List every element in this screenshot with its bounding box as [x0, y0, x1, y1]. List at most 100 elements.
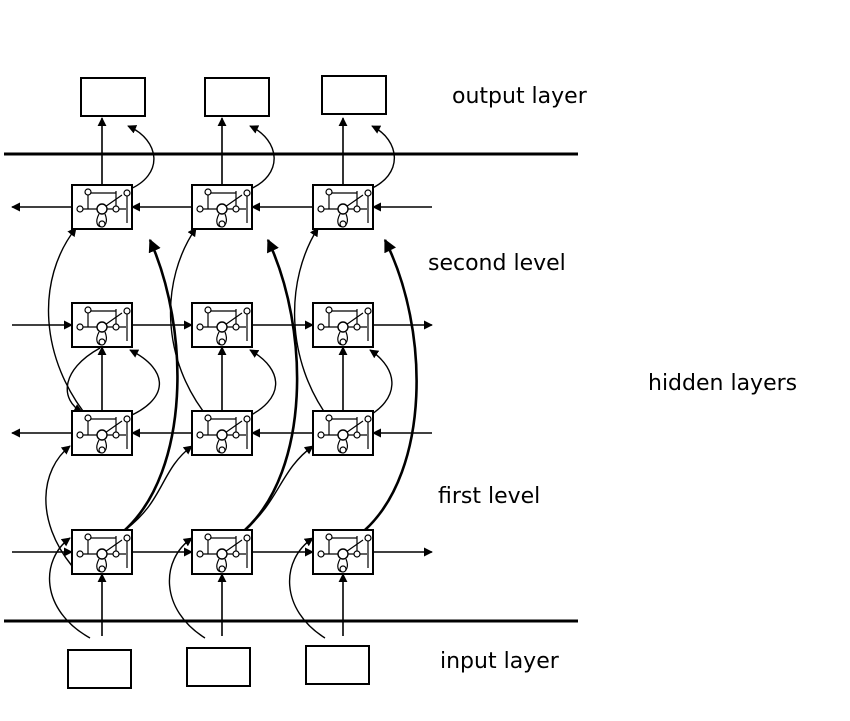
gate-node: [364, 415, 372, 423]
gate-node: [317, 205, 325, 213]
gate-node: [84, 533, 92, 541]
cell-core: [337, 548, 349, 560]
gate-node: [339, 446, 347, 454]
skip-connection: [66, 347, 101, 413]
gate-node: [76, 550, 84, 558]
cell-core: [337, 429, 349, 441]
gate-node: [76, 323, 84, 331]
gate-node: [76, 205, 84, 213]
skip-connection: [289, 537, 326, 639]
gate-node: [204, 188, 212, 196]
gate-node: [123, 534, 131, 542]
second-level-label: second level: [428, 251, 566, 276]
gate-node: [243, 307, 251, 315]
gate-node: [364, 189, 372, 197]
cell-core: [216, 429, 228, 441]
skip-connection: [45, 445, 73, 567]
output-layer-label: output layer: [452, 84, 587, 109]
gate-node: [196, 323, 204, 331]
gate-node: [317, 550, 325, 558]
gate-node: [218, 446, 226, 454]
output-unit: [321, 75, 387, 115]
hidden-layers-label: hidden layers: [648, 371, 798, 396]
gate-node: [353, 205, 361, 213]
first-level-label: first level: [438, 484, 541, 509]
gate-node: [98, 338, 106, 346]
gate-node: [364, 307, 372, 315]
gate-node: [204, 414, 212, 422]
gate-node: [84, 414, 92, 422]
output-unit: [204, 77, 270, 117]
gate-node: [232, 550, 240, 558]
gate-node: [243, 534, 251, 542]
gate-node: [123, 189, 131, 197]
skip-connection: [367, 125, 395, 191]
skip-connection: [293, 227, 331, 421]
skip-connection: [47, 227, 91, 421]
input-layer-label: input layer: [440, 649, 559, 674]
gate-node: [325, 306, 333, 314]
gate-node: [353, 431, 361, 439]
diagram-connections: [11, 117, 433, 639]
gate-node: [112, 205, 120, 213]
skip-connection: [168, 537, 206, 639]
gate-node: [204, 306, 212, 314]
input-unit: [186, 647, 251, 687]
gate-node: [76, 431, 84, 439]
gate-node: [232, 205, 240, 213]
gate-node: [112, 431, 120, 439]
skip-connection: [244, 349, 277, 419]
gate-node: [98, 446, 106, 454]
gate-node: [353, 550, 361, 558]
gate-node: [232, 323, 240, 331]
gate-node: [196, 550, 204, 558]
thick-skip-connection: [244, 238, 299, 531]
gate-node: [325, 188, 333, 196]
gate-node: [196, 431, 204, 439]
gate-node: [84, 306, 92, 314]
gate-node: [112, 323, 120, 331]
skip-connection: [127, 125, 155, 191]
gate-node: [339, 565, 347, 573]
gate-node: [196, 205, 204, 213]
gate-node: [123, 307, 131, 315]
gate-node: [232, 431, 240, 439]
gate-node: [325, 533, 333, 541]
thick-skip-connection: [364, 238, 418, 531]
cell-core: [96, 429, 108, 441]
gate-node: [317, 323, 325, 331]
gate-node: [98, 220, 106, 228]
gate-node: [353, 323, 361, 331]
gate-node: [218, 338, 226, 346]
gate-node: [325, 414, 333, 422]
gate-node: [364, 534, 372, 542]
skip-connection: [48, 537, 91, 639]
gate-node: [204, 533, 212, 541]
skip-connection: [169, 227, 211, 421]
gate-node: [339, 220, 347, 228]
cell-core: [216, 203, 228, 215]
gate-node: [84, 188, 92, 196]
output-unit: [80, 77, 146, 117]
gate-node: [243, 189, 251, 197]
skip-connection: [247, 125, 275, 191]
gate-node: [218, 220, 226, 228]
cell-core: [216, 321, 228, 333]
thick-skip-connection: [124, 238, 179, 531]
gate-node: [98, 565, 106, 573]
gate-node: [218, 565, 226, 573]
skip-connection: [364, 349, 393, 419]
gate-node: [123, 415, 131, 423]
skip-connection: [124, 349, 161, 419]
cell-core: [96, 321, 108, 333]
gate-node: [112, 550, 120, 558]
input-unit: [67, 649, 132, 689]
cell-core: [337, 203, 349, 215]
cell-core: [96, 203, 108, 215]
gate-node: [243, 415, 251, 423]
cell-core: [337, 321, 349, 333]
cell-core: [96, 548, 108, 560]
input-unit: [305, 645, 370, 685]
skip-connection: [124, 445, 193, 531]
